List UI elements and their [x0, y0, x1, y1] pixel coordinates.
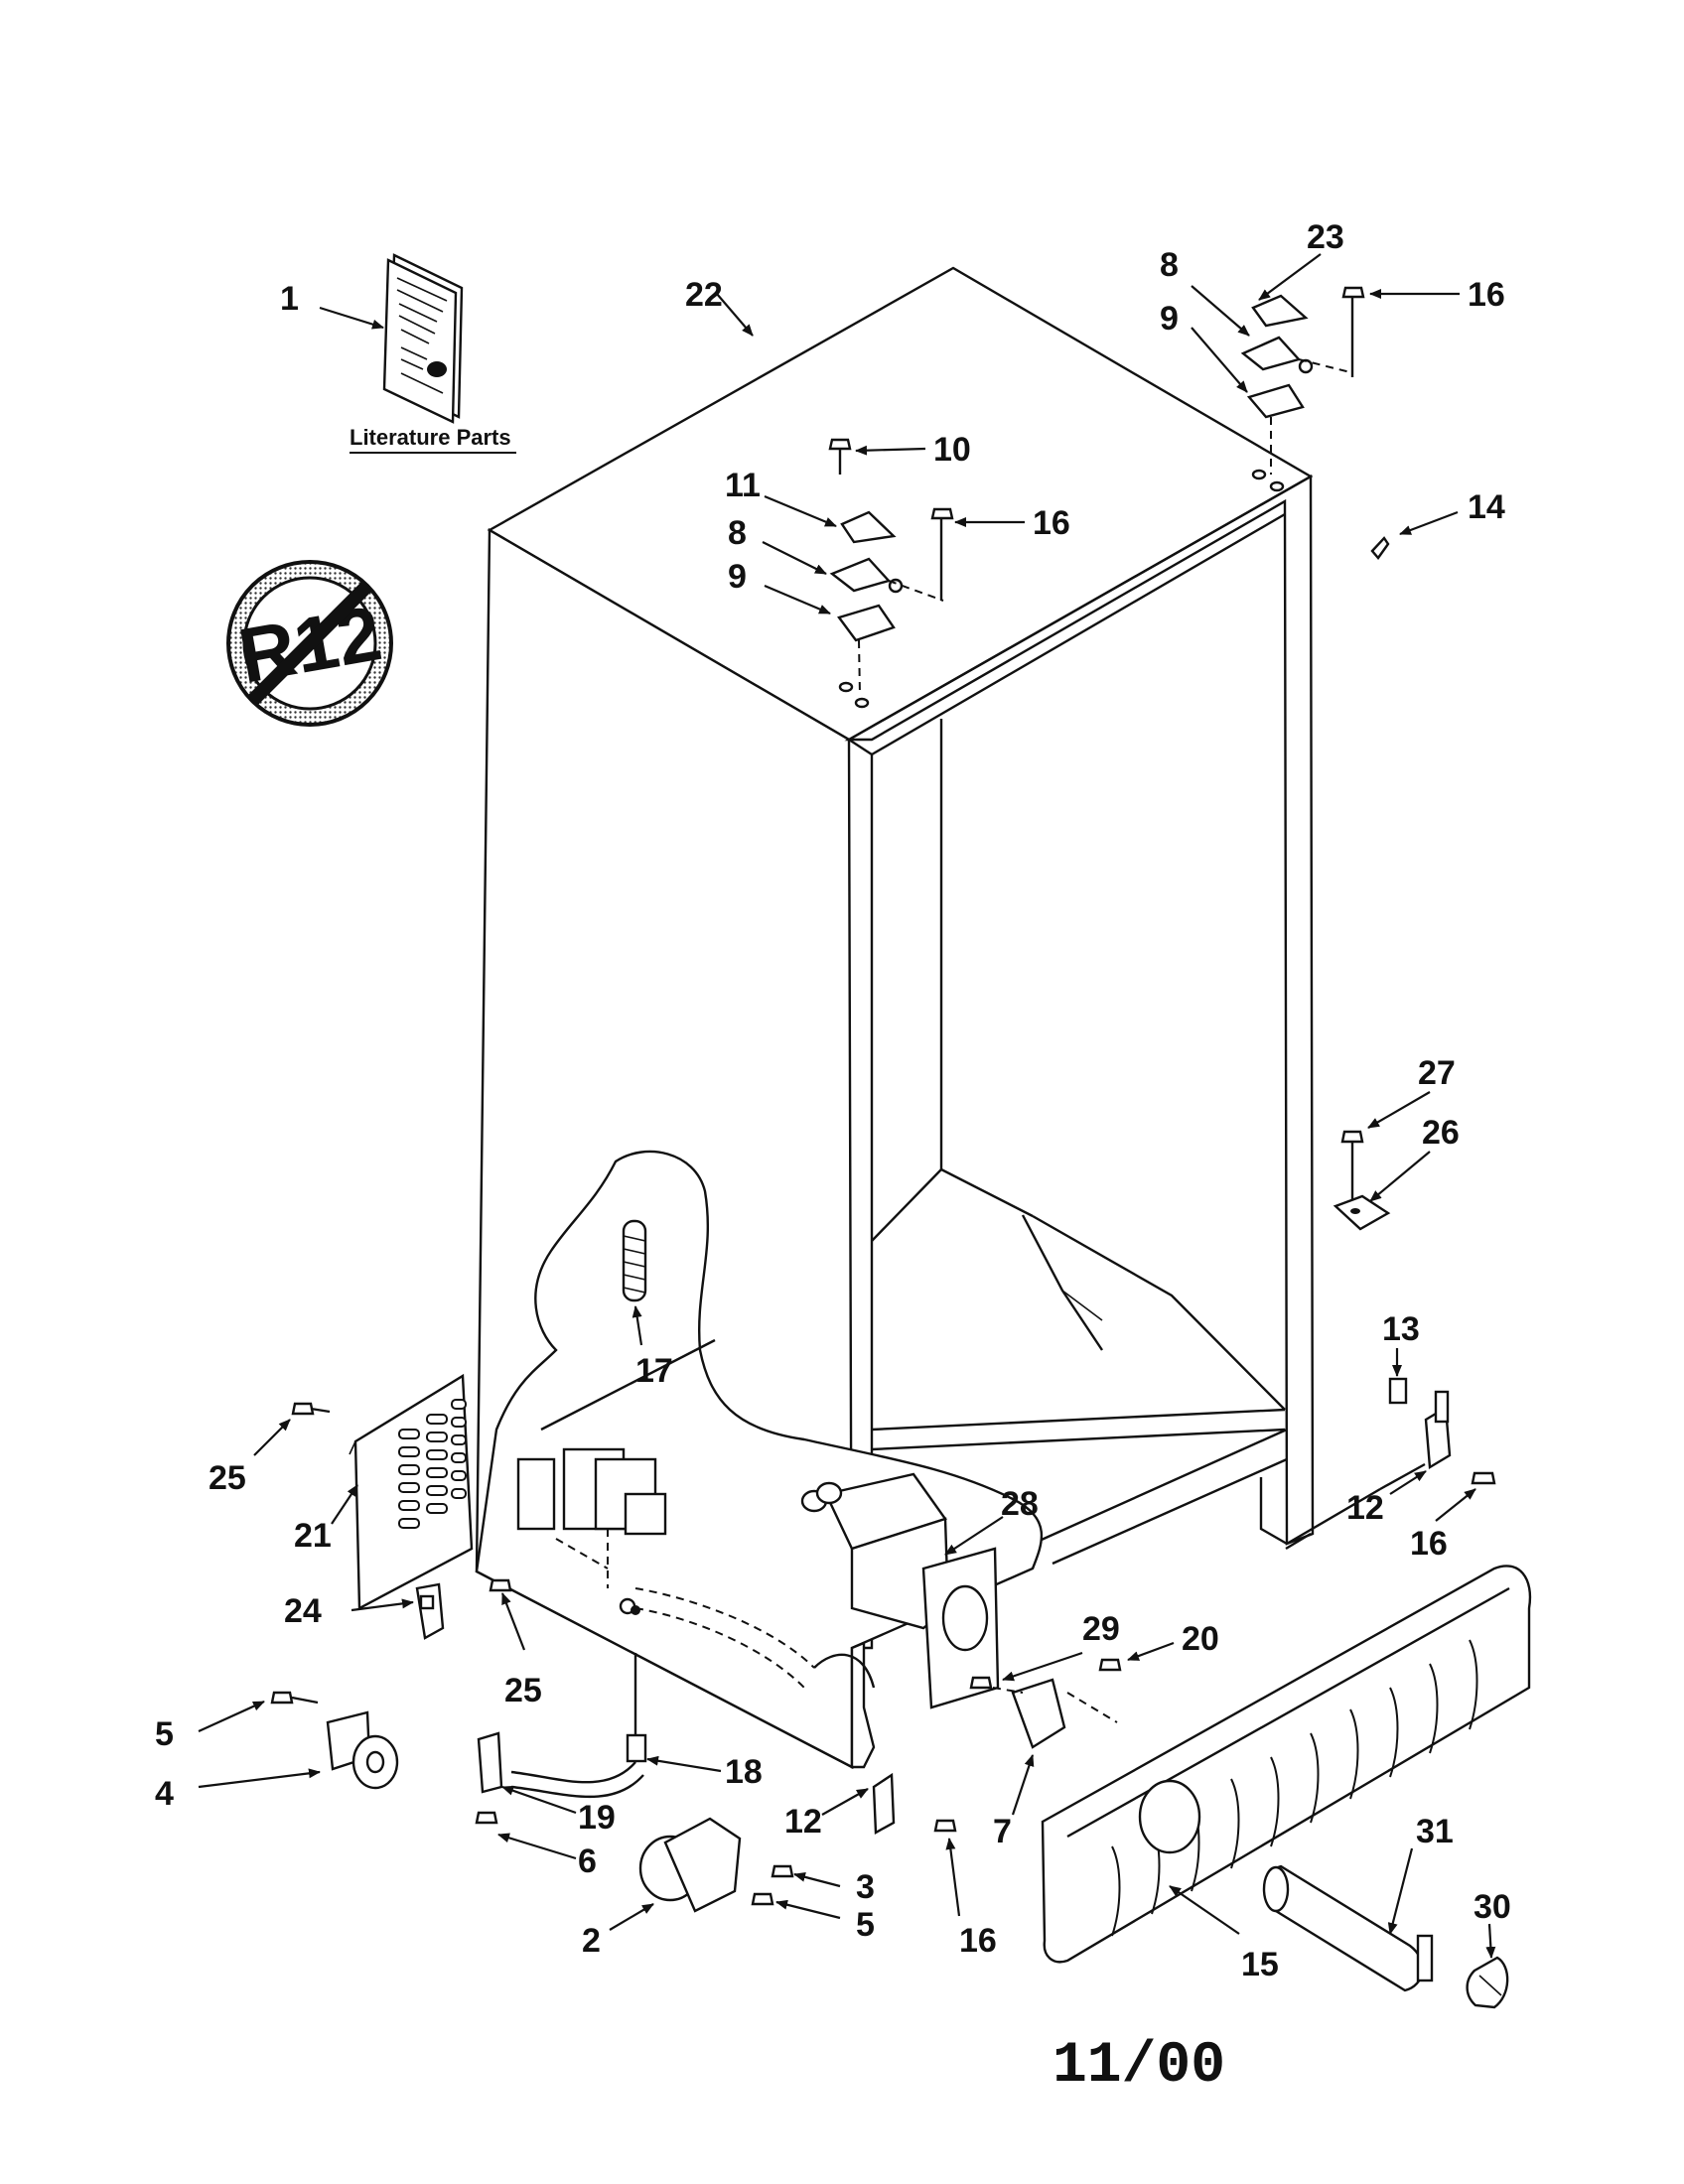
callout-29: 29: [1082, 1610, 1120, 1648]
callout-12: 12: [1346, 1489, 1384, 1527]
screw-6: [475, 1811, 498, 1825]
callout-21: 21: [294, 1517, 332, 1555]
callout-5: 5: [155, 1715, 174, 1753]
callout-26: 26: [1422, 1114, 1460, 1152]
top-hinge-right: [1240, 286, 1365, 475]
callout-16: 16: [1033, 504, 1070, 542]
revision-date: 11/00: [1052, 2034, 1225, 2099]
callout-25: 25: [209, 1459, 246, 1497]
callout-19: 19: [578, 1799, 616, 1837]
bottom-kickplate: [813, 1641, 876, 1769]
rear-roller: [638, 1817, 794, 1913]
callout-13: 13: [1382, 1310, 1420, 1348]
callout-24: 24: [284, 1592, 322, 1630]
base-grille: [1041, 1565, 1532, 1964]
leader-lines: [198, 253, 1496, 1959]
part-26-bracket: [1333, 1130, 1391, 1231]
callout-numbers: 1 22 23 8 16 9 10 11 16 8 9 14 27 26 13 …: [155, 218, 1511, 1983]
callout-30: 30: [1474, 1888, 1511, 1926]
callout-8: 8: [728, 514, 747, 552]
rear-left-parts: [291, 1402, 512, 1640]
filter-cap: [1466, 1956, 1509, 2009]
bracket-12b: [872, 1772, 957, 1835]
filter-cartridge: [1262, 1864, 1434, 1992]
no-r12-badge: R12: [226, 560, 393, 727]
callout-31: 31: [1416, 1813, 1454, 1850]
callout-3: 3: [856, 1868, 875, 1906]
callout-22: 22: [685, 276, 723, 314]
callout-9: 9: [728, 558, 747, 596]
right-lower-hinge: [1388, 1377, 1496, 1485]
callout-20: 20: [1182, 1620, 1219, 1658]
front-roller: [270, 1691, 399, 1790]
callout-17: 17: [635, 1352, 673, 1390]
callout-28: 28: [1001, 1485, 1039, 1523]
filter-clip: [969, 1658, 1122, 1749]
callout-9: 9: [1160, 300, 1179, 338]
callout-2: 2: [582, 1922, 601, 1960]
callout-16: 16: [959, 1922, 997, 1960]
callout-25: 25: [504, 1672, 542, 1709]
callout-12: 12: [784, 1803, 822, 1841]
part-14-clip: [1370, 536, 1390, 560]
callout-8: 8: [1160, 246, 1179, 284]
callout-7: 7: [993, 1813, 1012, 1850]
literature-parts-label: Literature Parts: [350, 425, 511, 450]
callout-18: 18: [725, 1753, 763, 1791]
top-hinge-left: [828, 438, 954, 696]
drain-tube: [477, 1653, 647, 1799]
callout-11: 11: [725, 467, 761, 504]
literature-booklet: [382, 253, 464, 424]
callout-6: 6: [578, 1843, 597, 1880]
callout-1: 1: [280, 280, 299, 318]
callout-16: 16: [1468, 276, 1505, 314]
callout-27: 27: [1418, 1054, 1456, 1092]
filter-housing: [800, 1472, 1000, 1709]
callout-15: 15: [1241, 1946, 1279, 1983]
callout-14: 14: [1468, 488, 1505, 526]
rear-access-cover: [349, 1373, 474, 1610]
callout-10: 10: [933, 431, 971, 469]
callout-5: 5: [856, 1906, 875, 1944]
callout-16: 16: [1410, 1525, 1448, 1563]
callout-4: 4: [155, 1775, 174, 1813]
callout-23: 23: [1307, 218, 1344, 256]
